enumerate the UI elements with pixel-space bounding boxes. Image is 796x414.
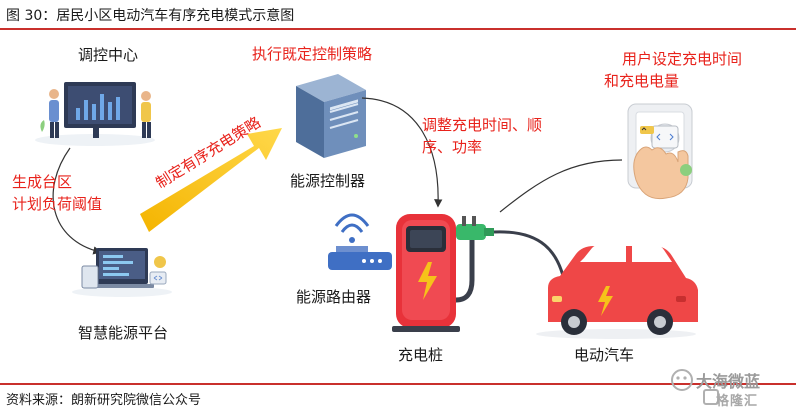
watermark-sub: 格隆汇: [716, 394, 759, 409]
label-electric-car: 电动汽车: [574, 346, 635, 364]
label-energy-router: 能源路由器: [296, 288, 372, 306]
label-execute-strategy: 执行既定控制策略: [252, 45, 373, 63]
label-user-set-line2: 和充电电量: [604, 72, 680, 90]
watermark-text: 大海微蓝: [696, 372, 761, 391]
charging-pile-illustration: [392, 214, 568, 332]
arrow-controller-to-pile: [361, 97, 443, 208]
label-generate-area-line2: 计划负荷阈值: [12, 195, 103, 213]
dispatch-center-illustration: [35, 82, 155, 146]
line-phone-to-plug: [499, 159, 623, 213]
watermark-logo: [671, 369, 719, 405]
label-user-set-line1: 用户设定充电时间: [622, 50, 743, 68]
energy-controller-illustration: [296, 74, 366, 158]
title-bar: 图 30：居民小区电动汽车有序充电模式示意图: [0, 0, 796, 30]
smart-platform-illustration: [72, 248, 172, 297]
electric-car-illustration: [536, 244, 698, 339]
label-energy-controller: 能源控制器: [290, 172, 366, 190]
label-adjust-line2: 序、功率: [422, 138, 483, 156]
label-charging-pile: 充电桩: [398, 346, 444, 364]
label-dispatch-center: 调控中心: [78, 46, 139, 64]
label-generate-area-line1: 生成台区: [12, 173, 73, 191]
phone-in-hand-illustration: [627, 103, 693, 200]
source-note: 资料来源：朗新研究院微信公众号: [6, 393, 202, 408]
energy-router-illustration: [328, 213, 392, 270]
figure-title: 图 30：居民小区电动汽车有序充电模式示意图: [6, 8, 295, 24]
label-smart-platform: 智慧能源平台: [78, 324, 169, 342]
arrow-dispatch-to-platform: [52, 147, 102, 255]
footer-rule: [0, 383, 796, 385]
strategy-arrow: [140, 128, 282, 232]
label-adjust-line1: 调整充电时间、顺: [422, 116, 543, 134]
